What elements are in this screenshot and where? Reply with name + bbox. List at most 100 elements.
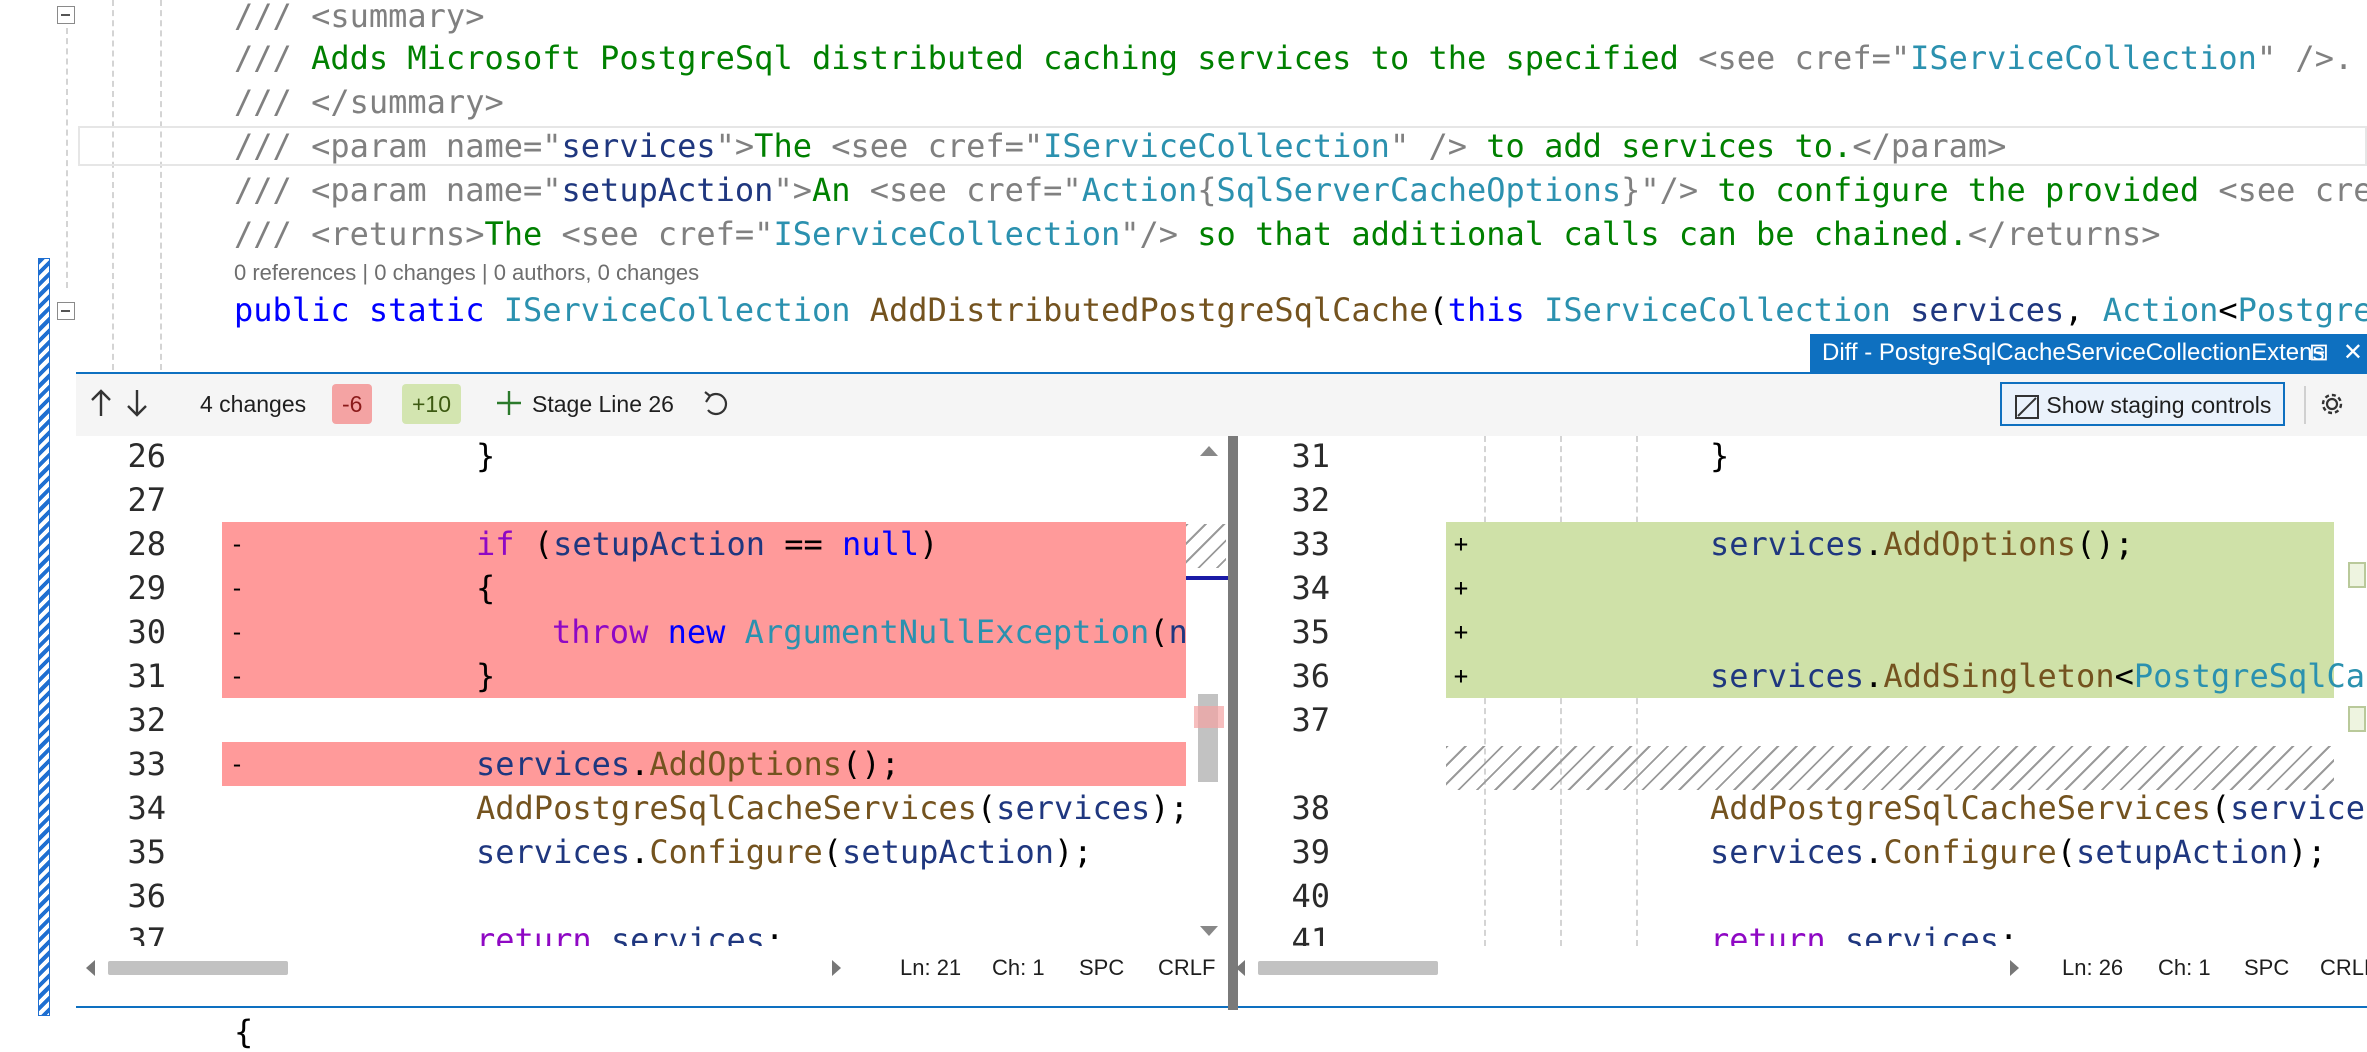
arrow-up-icon[interactable]: [90, 388, 112, 418]
code-line[interactable]: throw new ArgumentNullException(n: [552, 613, 1188, 651]
arrow-down-icon[interactable]: [126, 388, 148, 418]
close-icon[interactable]: ✕: [2342, 339, 2363, 366]
doc-cref[interactable]: IServiceCollection: [773, 215, 1121, 253]
keyword: public: [234, 291, 350, 329]
code-line[interactable]: AddPostgreSqlCacheServices(services);: [476, 789, 1189, 827]
doc-tag: <see cre: [2218, 171, 2367, 209]
line-number: 35: [1291, 613, 1330, 651]
diff-title-tab[interactable]: Diff - PostgreSqlCacheServiceCollectionE…: [1810, 334, 2367, 372]
code-line[interactable]: }: [476, 437, 496, 475]
staging-icon: [2015, 394, 2039, 419]
code-line[interactable]: if (setupAction == null): [476, 525, 939, 563]
code-line[interactable]: services.AddOptions();: [1710, 525, 2134, 563]
code-line-signature[interactable]: public static IServiceCollection AddDist…: [234, 288, 2367, 332]
right-vertical-scrollbar[interactable]: [2340, 436, 2367, 946]
caret-indicator: [1186, 576, 1234, 580]
left-vertical-scrollbar[interactable]: [1194, 436, 1224, 946]
doc-cref[interactable]: IServiceCollection: [1043, 127, 1390, 165]
code-line[interactable]: services.Configure(setupAction);: [476, 833, 1093, 871]
undo-icon[interactable]: [702, 390, 730, 418]
doc-text: An: [811, 171, 870, 209]
scroll-right-icon[interactable]: [832, 960, 841, 976]
stage-line-button[interactable]: Stage Line 26: [532, 391, 674, 417]
gear-icon[interactable]: [2316, 388, 2348, 420]
deleted-line-highlight: [222, 742, 1186, 786]
show-staging-label: Show staging controls: [2046, 392, 2272, 418]
right-status-bar: Ln: 26 Ch: 1 SPC CRLF: [1236, 946, 2367, 990]
whitespace-status[interactable]: SPC: [1079, 955, 1125, 980]
code-line-summary-close[interactable]: /// </summary>: [234, 80, 504, 124]
code-editor[interactable]: /// <summary> /// Adds Microsoft Postgre…: [0, 0, 2367, 372]
doc-tag: ">: [773, 171, 812, 209]
code-line[interactable]: }: [1710, 437, 1730, 475]
keyword: static: [368, 291, 485, 329]
doc-tag: <see cref=": [831, 127, 1044, 165]
doc-tag: " />.: [2256, 39, 2354, 77]
scroll-right-icon[interactable]: [2010, 960, 2019, 976]
added-line-highlight: [1446, 654, 2334, 698]
scroll-change-marker: [1194, 706, 1224, 728]
code-line[interactable]: services.AddOptions();: [476, 745, 900, 783]
line-ending-status[interactable]: CRLF: [2320, 955, 2367, 980]
deletion-marker: -: [229, 662, 245, 690]
plus-icon[interactable]: [496, 390, 522, 416]
addition-marker: +: [1453, 662, 1469, 690]
right-horizontal-scroll-thumb[interactable]: [1258, 961, 1438, 975]
pin-icon[interactable]: ⊟: [2308, 339, 2329, 366]
doc-cref[interactable]: SqlServerCacheOptions: [1216, 171, 1622, 209]
pane-splitter[interactable]: [1228, 436, 1238, 1010]
column-status[interactable]: Ch: 1: [992, 955, 1045, 980]
doc-comment: /// </summary>: [234, 83, 504, 121]
codelens[interactable]: 0 references | 0 changes | 0 authors, 0 …: [234, 260, 700, 285]
line-number: 30: [127, 613, 166, 651]
code-line-summary-open[interactable]: /// <summary>: [234, 0, 484, 38]
scroll-left-icon[interactable]: [1236, 960, 1245, 976]
collapse-summary-icon[interactable]: [57, 6, 75, 24]
doc-text: to add services to.: [1467, 127, 1853, 165]
code-line-summary-text[interactable]: /// Adds Microsoft PostgreSql distribute…: [234, 36, 2353, 80]
scroll-down-icon[interactable]: [1200, 926, 1218, 936]
code-line[interactable]: }: [476, 657, 496, 695]
code-line[interactable]: services.AddSingleton<PostgreSqlCache: [1710, 657, 2367, 695]
line-number: 28: [127, 525, 166, 563]
scroll-up-icon[interactable]: [1200, 446, 1218, 456]
type-name: IServiceCollection: [503, 291, 851, 329]
doc-text: Adds Microsoft PostgreSql distributed ca…: [311, 39, 1699, 77]
diff-hatch: [1186, 524, 1226, 568]
doc-cref[interactable]: Action: [1081, 171, 1198, 209]
deleted-line-highlight: [222, 566, 1186, 610]
collapse-method-icon[interactable]: [57, 302, 75, 320]
doc-text: to configure the provided: [1698, 171, 2219, 209]
added-line-highlight: [1446, 566, 2334, 610]
line-number: 26: [127, 437, 166, 475]
code-line-brace[interactable]: {: [234, 1013, 254, 1051]
column-status[interactable]: Ch: 1: [2158, 955, 2211, 980]
line-ending-status[interactable]: CRLF: [1158, 955, 1216, 980]
scroll-left-icon[interactable]: [86, 960, 95, 976]
line-number: 33: [127, 745, 166, 783]
code-line[interactable]: return services;: [476, 921, 785, 946]
code-line[interactable]: return services;: [1710, 921, 2019, 946]
code-line-param-setupaction[interactable]: /// <param name="setupAction">An <see cr…: [234, 168, 2367, 212]
code-line[interactable]: {: [476, 569, 496, 607]
line-number-status[interactable]: Ln: 26: [2062, 955, 2124, 980]
code-line[interactable]: AddPostgreSqlCacheServices(services);: [1710, 789, 2367, 827]
doc-cref[interactable]: IServiceCollection: [1910, 39, 2257, 77]
code-line-param-services[interactable]: /// <param name="services">The <see cref…: [234, 124, 2006, 168]
change-count: 4 changes: [200, 391, 307, 417]
left-horizontal-scroll-thumb[interactable]: [108, 961, 288, 975]
indent-guide: [112, 0, 114, 370]
whitespace-status[interactable]: SPC: [2244, 955, 2290, 980]
diff-hatch: [1446, 746, 2334, 790]
doc-tag: /// <param name=": [234, 127, 562, 165]
code-line-returns[interactable]: /// <returns>The <see cref="IServiceColl…: [234, 212, 2161, 256]
show-staging-controls-button[interactable]: Show staging controls: [2000, 382, 2286, 426]
line-number-status[interactable]: Ln: 21: [900, 955, 962, 980]
line-number: 32: [1291, 481, 1330, 519]
method-name: AddDistributedPostgreSqlCache: [869, 291, 1429, 329]
code-line[interactable]: services.Configure(setupAction);: [1710, 833, 2327, 871]
change-margin-indicator[interactable]: [38, 258, 50, 1016]
type-name: Action: [2102, 291, 2219, 329]
